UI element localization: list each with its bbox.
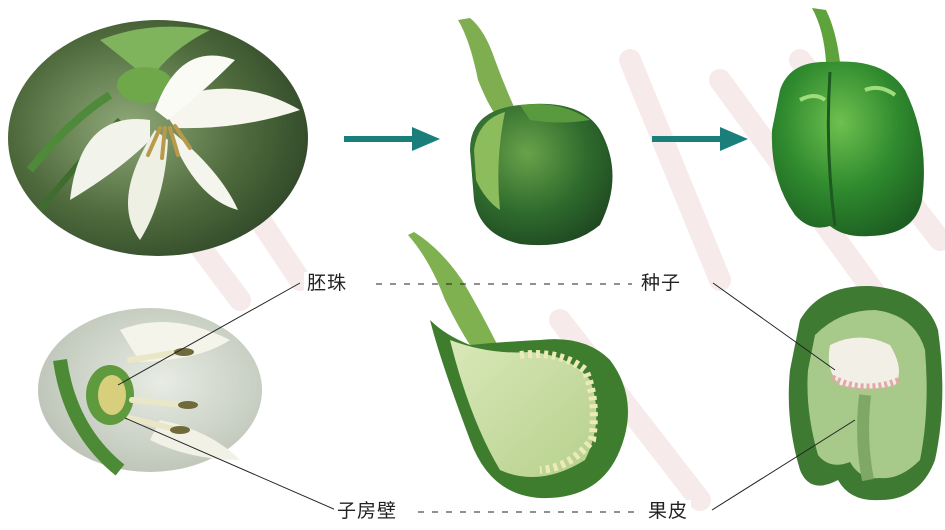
pericarp-label: 果皮 <box>645 500 692 522</box>
arrow-1 <box>344 127 440 151</box>
ovary-wall-label: 子房壁 <box>334 500 401 522</box>
seed-label: 种子 <box>638 272 685 294</box>
arrow-2 <box>652 127 748 151</box>
flower-cross-section-photo <box>38 308 262 476</box>
young-fruit-cross-section-photo <box>408 232 628 499</box>
leader-lines <box>117 282 856 513</box>
pepper-flower-photo <box>8 20 308 256</box>
ovule-label: 胚珠 <box>304 272 351 294</box>
mature-pepper-cross-section-photo <box>788 285 943 501</box>
young-pepper-fruit-photo <box>458 18 613 246</box>
mature-pepper-photo <box>771 8 924 237</box>
